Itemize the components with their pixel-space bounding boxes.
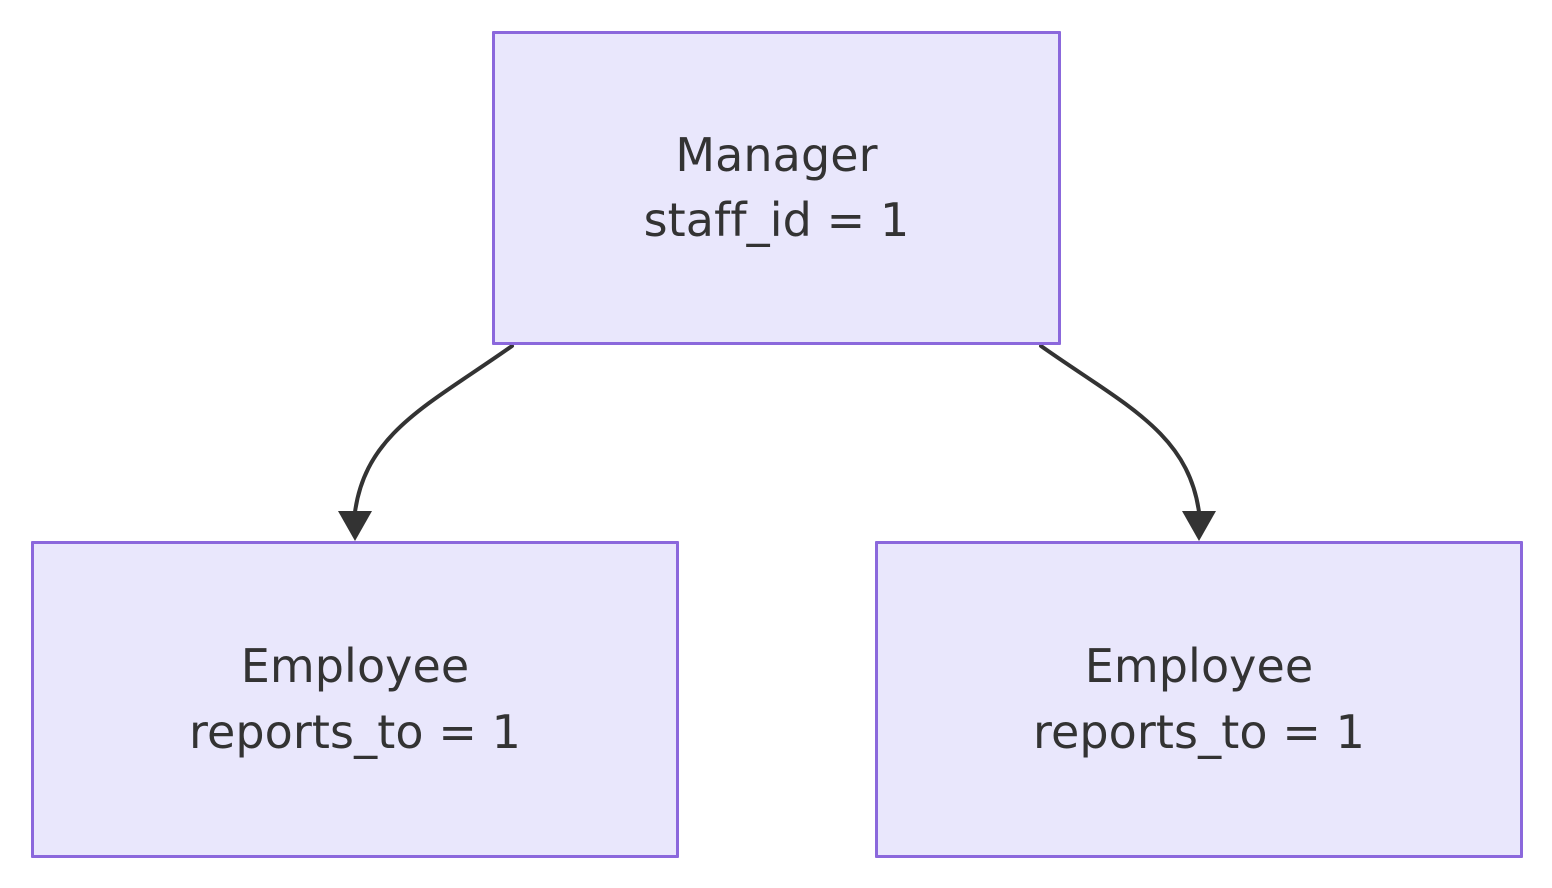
edge-manager-to-employee-left xyxy=(338,344,514,541)
arrowhead-right xyxy=(1182,511,1216,541)
node-manager[interactable]: Manager staff_id = 1 xyxy=(492,31,1061,345)
node-employee-right-detail: reports_to = 1 xyxy=(1032,704,1366,759)
node-employee-left-title: Employee xyxy=(240,639,470,694)
node-employee-left-detail: reports_to = 1 xyxy=(188,704,522,759)
node-employee-left[interactable]: Employee reports_to = 1 xyxy=(31,541,679,858)
node-manager-title: Manager xyxy=(675,127,878,182)
node-manager-detail: staff_id = 1 xyxy=(643,193,910,247)
edge-path-right xyxy=(1039,344,1201,514)
edge-path-left xyxy=(353,344,514,514)
node-employee-right-title: Employee xyxy=(1084,639,1314,694)
node-employee-right[interactable]: Employee reports_to = 1 xyxy=(875,541,1523,858)
edge-manager-to-employee-right xyxy=(1039,344,1216,541)
arrowhead-left xyxy=(338,511,372,541)
